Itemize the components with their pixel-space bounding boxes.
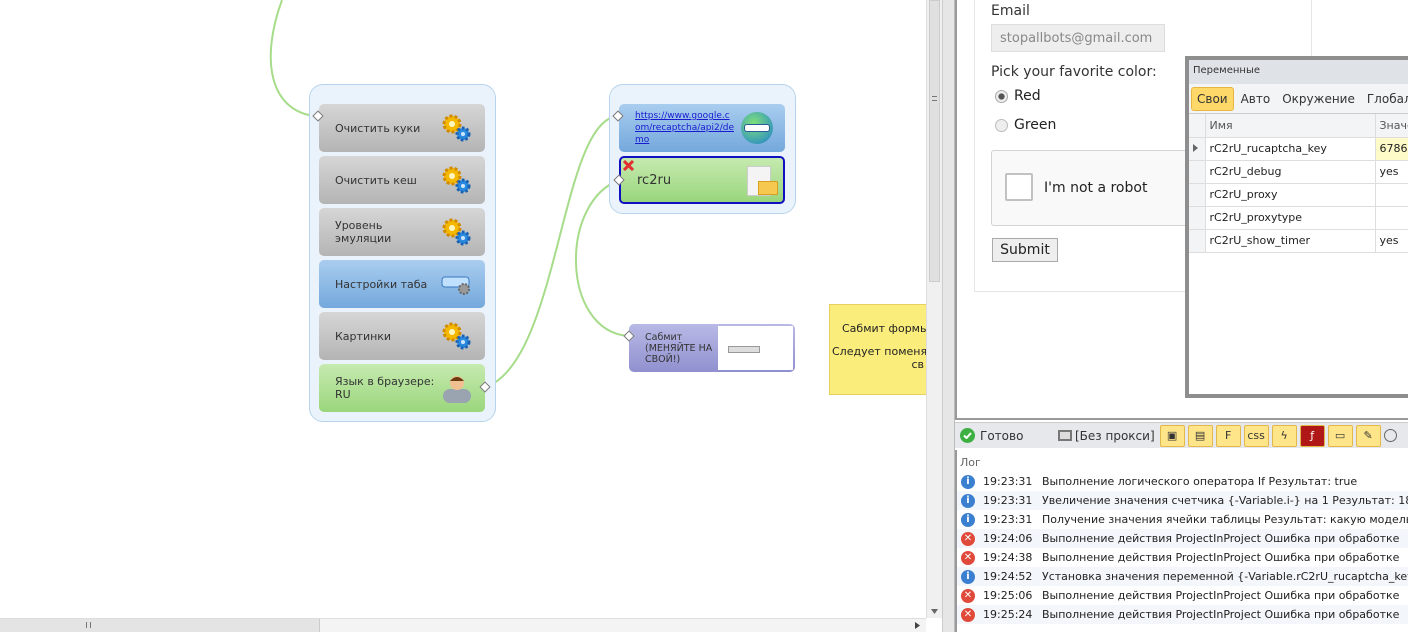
action-node[interactable]: Уровень эмуляции (319, 208, 485, 256)
frame-toggle-button[interactable]: ▤ (1187, 424, 1213, 447)
image-toggle-button[interactable]: ▣ (1159, 424, 1185, 447)
submit-preview-image (718, 326, 793, 370)
canvas-horizontal-scrollbar[interactable] (0, 618, 926, 632)
flash-bolt-toggle-button[interactable]: ϟ (1271, 424, 1297, 447)
navigate-url-node[interactable]: https://www.google.com/recaptcha/api2/de… (619, 104, 785, 152)
variable-row[interactable]: rC2rU_proxy (1189, 183, 1408, 207)
tab-settings-icon (441, 269, 473, 299)
variables-table: ИмяЗначеrC2rU_rucaptcha_key67868rC2rU_de… (1189, 114, 1408, 253)
info-icon: i (961, 512, 975, 527)
f-toggle-button[interactable]: F (1215, 424, 1241, 447)
action-node[interactable]: Настройки таба (319, 260, 485, 308)
canvas-vertical-scrollbar[interactable] (926, 0, 942, 618)
info-icon: i (961, 474, 975, 489)
css-toggle-button[interactable]: css (1243, 424, 1269, 447)
variables-tabs: Свои Авто Окружение Глобальны (1189, 84, 1408, 114)
variables-title: Переменные (1189, 60, 1408, 84)
gears-icon (441, 217, 473, 247)
proxy-status[interactable]: [Без прокси] (1075, 428, 1155, 443)
ready-check-icon (960, 428, 975, 443)
info-icon: i (961, 569, 975, 584)
email-field[interactable]: stopallbots@gmail.com (991, 24, 1165, 52)
globe-www-icon (741, 112, 773, 144)
variables-tab[interactable]: Глобальны (1366, 91, 1408, 106)
log-title: Лог (960, 456, 981, 469)
recaptcha-checkbox[interactable] (1005, 173, 1033, 201)
variables-window: Переменные Свои Авто Окружение Глобальны Им… (1185, 56, 1408, 398)
action-node[interactable]: Картинки (319, 312, 485, 360)
flash-toggle-button[interactable]: ƒ (1299, 424, 1325, 447)
error-x-icon (623, 160, 634, 171)
email-label: Email (991, 3, 1030, 19)
gears-icon (441, 321, 473, 351)
screen-toggle-button[interactable]: ▭ (1327, 424, 1353, 447)
gears-icon (441, 113, 473, 143)
sticky-note[interactable]: Сабмит формы Следует поменят св (829, 304, 926, 395)
info-icon: i (961, 493, 975, 508)
connections (269, 0, 629, 388)
user-icon (441, 373, 473, 403)
variables-header-row: ИмяЗначе (1189, 114, 1408, 138)
submit-node[interactable]: Сабмит (МЕНЯЙТЕ НА СВОЙ!) (629, 324, 795, 372)
error-icon: ✕ (961, 531, 975, 546)
error-icon: ✕ (961, 588, 975, 603)
rc2ru-project-node[interactable]: rc2ru (619, 156, 785, 204)
clock-icon[interactable] (1383, 429, 1397, 442)
action-node[interactable]: Очистить куки (319, 104, 485, 152)
color-label: Pick your favorite color: (991, 64, 1157, 80)
file-folder-icon (747, 166, 778, 196)
variables-tab[interactable]: Свои (1191, 86, 1234, 111)
error-icon: ✕ (961, 550, 975, 565)
radio-red[interactable]: Red (995, 88, 1041, 104)
error-icon: ✕ (961, 607, 975, 622)
variable-row[interactable]: rC2rU_rucaptcha_key67868 (1189, 137, 1408, 161)
radio-green[interactable]: Green (995, 117, 1056, 133)
gears-icon (441, 165, 473, 195)
action-node[interactable]: Очистить кеш (319, 156, 485, 204)
submit-button[interactable]: Submit (992, 238, 1058, 262)
proxy-computer-icon (1058, 430, 1072, 441)
panel-splitter[interactable] (942, 0, 955, 632)
brush-toggle-button[interactable]: ✎ (1355, 424, 1381, 447)
action-node[interactable]: Язык в браузере: RU (319, 364, 485, 412)
variable-row[interactable]: rC2rU_proxytype (1189, 206, 1408, 230)
variables-tab[interactable]: Авто (1240, 91, 1271, 106)
variables-tab[interactable]: Окружение (1282, 91, 1355, 106)
